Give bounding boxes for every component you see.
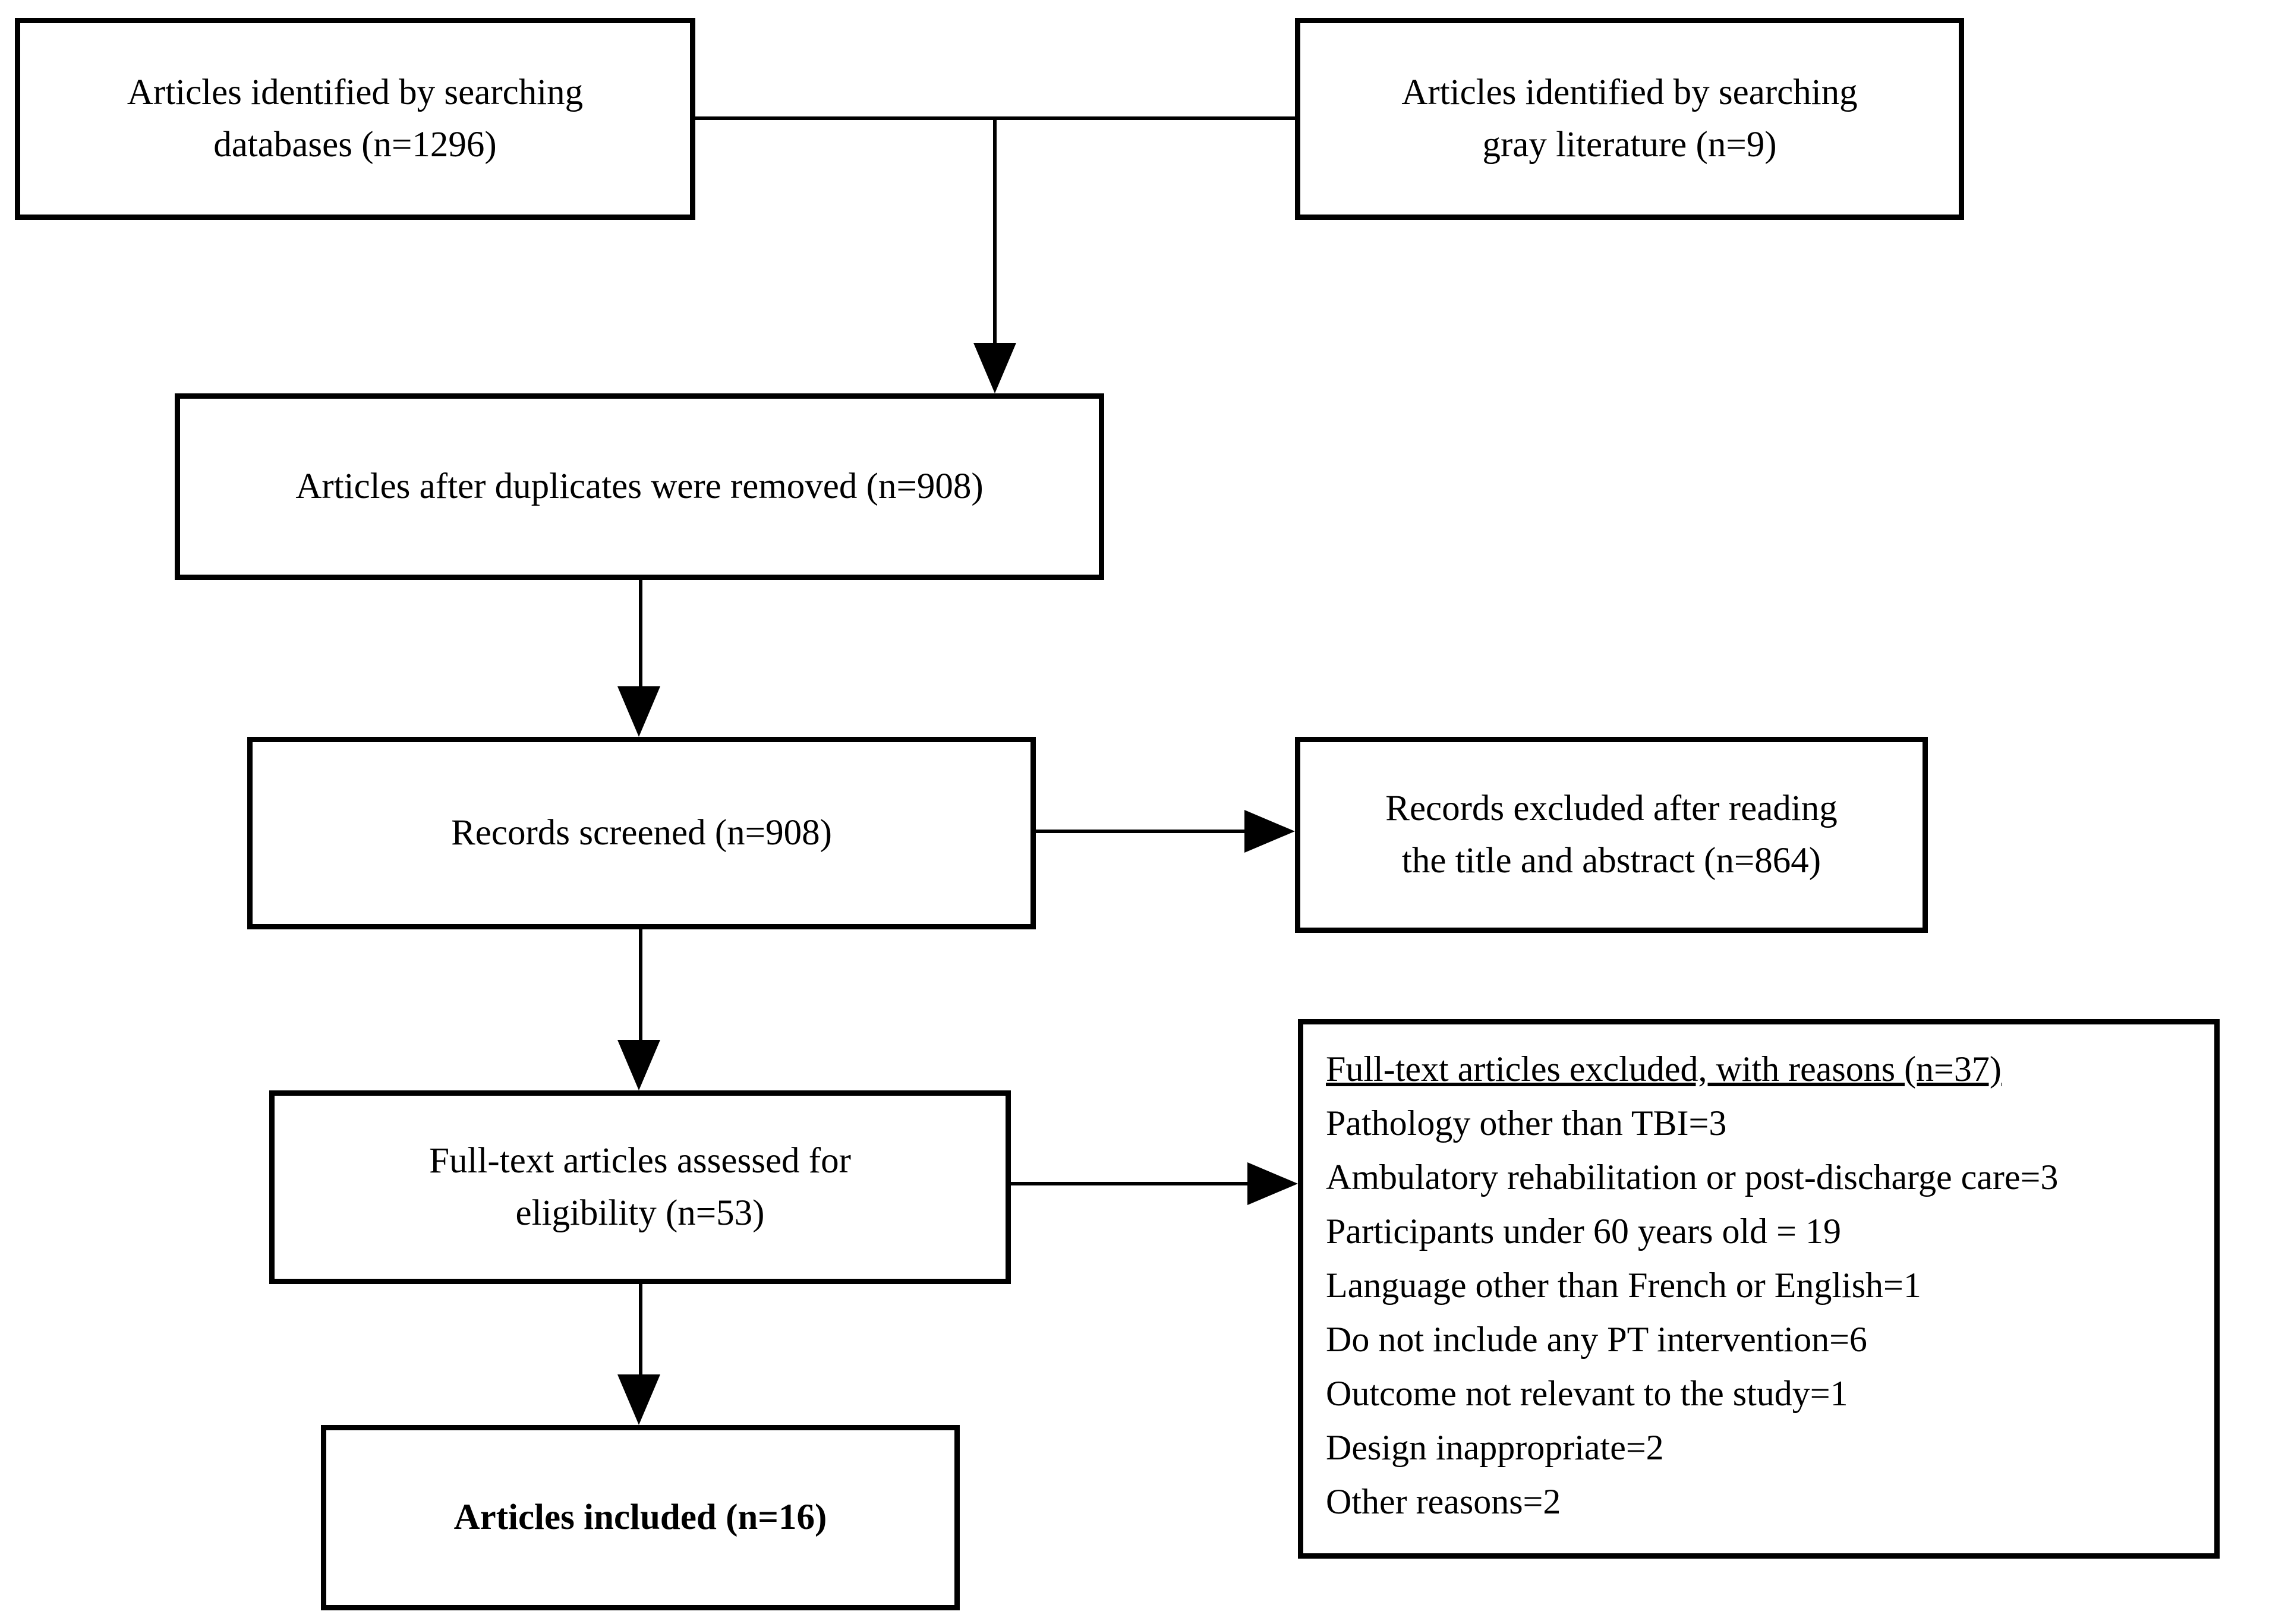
arrowhead-into-screened-icon xyxy=(617,686,660,737)
reason-item: Do not include any PT intervention=6 xyxy=(1326,1320,1867,1359)
node-text-line: gray literature (n=9) xyxy=(1482,125,1777,165)
connector-duplicates-to-screened-line xyxy=(639,578,642,689)
connector-screened-to-excluded-line xyxy=(1035,830,1249,833)
node-identified-gray-literature: Articles identified by searching gray li… xyxy=(1295,18,1964,220)
connector-fulltext-to-included-line xyxy=(639,1282,642,1378)
reason-item: Language other than French or English=1 xyxy=(1326,1266,1921,1305)
reason-item: Pathology other than TBI=3 xyxy=(1326,1103,1727,1143)
node-articles-included: Articles included (n=16) xyxy=(321,1425,960,1610)
node-text-line: Articles identified by searching xyxy=(1401,72,1858,112)
node-text-line: the title and abstract (n=864) xyxy=(1401,841,1821,881)
node-text-line: Records excluded after reading xyxy=(1385,788,1838,828)
reason-item: Ambulatory rehabilitation or post-discha… xyxy=(1326,1158,2059,1197)
node-fulltext-assessed: Full-text articles assessed for eligibil… xyxy=(269,1090,1011,1284)
node-text-line: eligibility (n=53) xyxy=(515,1193,765,1233)
connector-merge-to-duplicates-line xyxy=(993,116,997,345)
arrowhead-into-fulltext-icon xyxy=(617,1040,660,1090)
node-text-line: Articles included (n=16) xyxy=(453,1497,827,1537)
reason-item: Participants under 60 years old = 19 xyxy=(1326,1212,1841,1251)
node-text-line: Full-text articles assessed for xyxy=(429,1140,851,1181)
arrowhead-into-duplicates-icon xyxy=(973,343,1016,393)
node-text-line: Articles identified by searching xyxy=(127,72,584,112)
reason-item: Design inappropriate=2 xyxy=(1326,1428,1664,1467)
node-text-line: Records screened (n=908) xyxy=(451,812,832,853)
node-text-line: Articles after duplicates were removed (… xyxy=(295,466,984,506)
arrowhead-into-excluded-icon xyxy=(1244,810,1295,853)
node-identified-databases: Articles identified by searching databas… xyxy=(15,18,695,220)
arrowhead-into-included-icon xyxy=(617,1374,660,1425)
node-records-screened: Records screened (n=908) xyxy=(247,737,1036,929)
node-records-excluded: Records excluded after reading the title… xyxy=(1295,737,1928,933)
node-after-duplicates-removed: Articles after duplicates were removed (… xyxy=(175,393,1104,580)
reason-item: Other reasons=2 xyxy=(1326,1482,1561,1521)
exclusion-reasons-heading: Full-text articles excluded, with reason… xyxy=(1326,1049,2002,1089)
arrowhead-into-reasons-icon xyxy=(1247,1162,1298,1205)
node-text-line: databases (n=1296) xyxy=(213,125,497,165)
connector-fulltext-to-reasons-line xyxy=(1010,1182,1250,1185)
node-fulltext-excluded-reasons: Full-text articles excluded, with reason… xyxy=(1298,1019,2220,1559)
reason-item: Outcome not relevant to the study=1 xyxy=(1326,1374,1848,1413)
connector-screened-to-fulltext-line xyxy=(639,927,642,1043)
